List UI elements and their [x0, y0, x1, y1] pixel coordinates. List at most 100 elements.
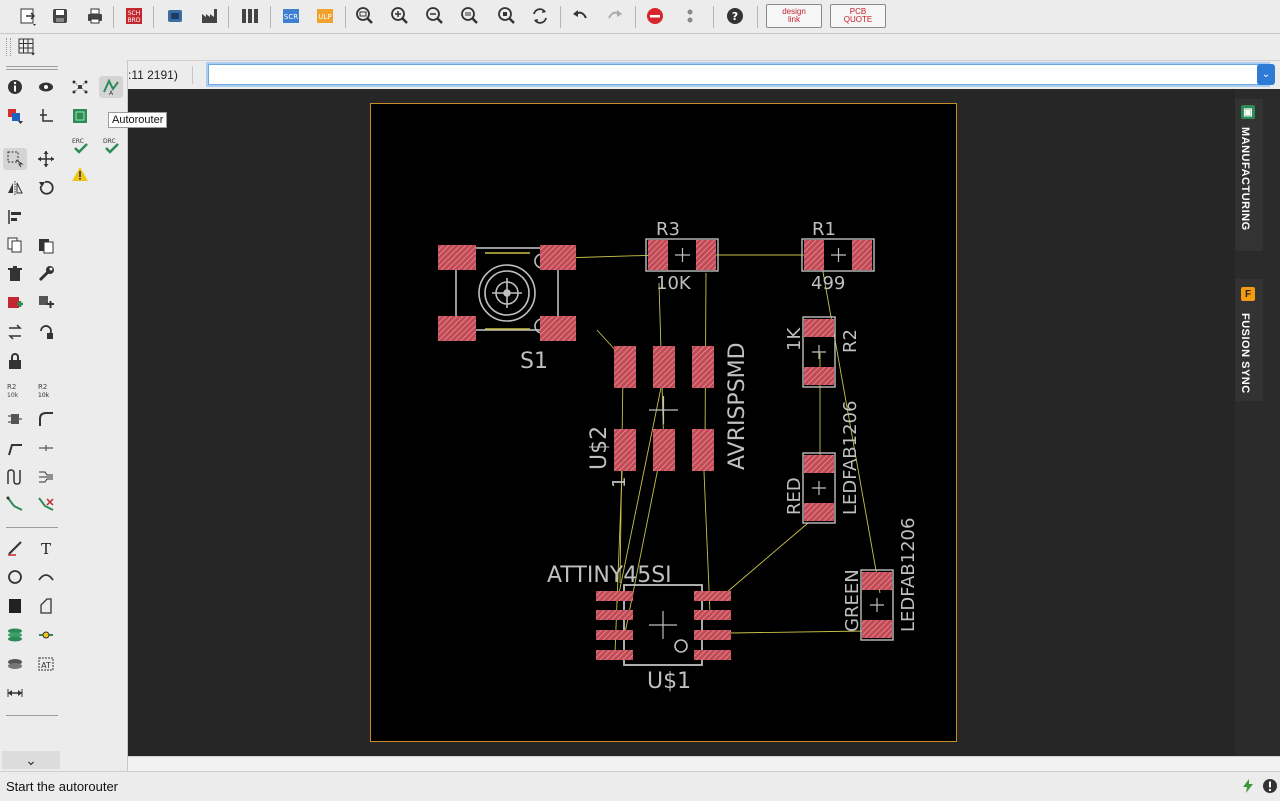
lightning-icon[interactable] [1240, 778, 1256, 794]
mirror-icon[interactable] [3, 177, 27, 199]
tab-fusion-sync-label: FUSION SYNC [1239, 313, 1251, 394]
grid-icon[interactable] [14, 35, 38, 57]
svg-text:R2: R2 [7, 383, 16, 391]
swap-icon[interactable] [3, 321, 27, 343]
erc-icon[interactable]: ERC [68, 134, 92, 156]
switch-s1[interactable] [438, 245, 576, 341]
resistor-r1[interactable] [801, 238, 875, 272]
lock-icon[interactable] [3, 350, 27, 372]
group-select-icon[interactable] [3, 148, 27, 170]
mark-icon[interactable] [34, 105, 58, 127]
palette-expand-button[interactable]: ⌄ [2, 751, 60, 769]
undo-icon[interactable] [568, 5, 592, 27]
lock-rotate-icon[interactable] [34, 321, 58, 343]
info-icon[interactable] [3, 76, 27, 98]
show-icon[interactable] [34, 76, 58, 98]
led-red[interactable] [802, 452, 836, 524]
script-icon[interactable]: SCR [279, 5, 303, 27]
side-panel: ▣ MANUFACTURING F FUSION SYNC [1235, 89, 1280, 756]
circle-icon[interactable] [3, 566, 27, 588]
zoom-in-icon[interactable] [388, 5, 412, 27]
design-link-sublabel: link [787, 15, 800, 24]
layer-settings-icon[interactable] [3, 105, 27, 127]
via-icon[interactable] [34, 624, 58, 646]
dimension-icon[interactable] [3, 682, 27, 704]
attribute-icon[interactable]: AT [34, 653, 58, 675]
copy-icon[interactable] [3, 234, 27, 256]
paste-icon[interactable] [34, 234, 58, 256]
help-icon[interactable]: ? [723, 5, 747, 27]
horizontal-scrollbar[interactable] [128, 756, 1280, 771]
ic-u1[interactable] [596, 584, 731, 666]
header-u2[interactable] [614, 346, 714, 471]
line-icon[interactable] [3, 537, 27, 559]
delete-icon[interactable] [3, 263, 27, 285]
route-icon[interactable] [3, 494, 27, 516]
led-green[interactable] [860, 569, 894, 641]
svg-text:10k: 10k [38, 392, 50, 399]
save-icon[interactable] [48, 5, 72, 27]
command-input[interactable] [208, 64, 1268, 85]
replace-icon[interactable] [34, 292, 58, 314]
polygon-icon[interactable] [34, 595, 58, 617]
align-icon[interactable] [3, 206, 27, 228]
label-led-green-part: LEDFAB1206 [898, 518, 919, 632]
rotate-icon[interactable] [34, 177, 58, 199]
status-bar: Start the autorouter [0, 771, 1280, 801]
autorouter-icon[interactable]: A [99, 76, 123, 98]
miter-icon[interactable] [34, 408, 58, 430]
toolbar-grip[interactable] [6, 38, 11, 56]
ripup-icon[interactable] [34, 494, 58, 516]
alert-icon[interactable] [1262, 778, 1278, 794]
go-icon[interactable] [678, 5, 702, 27]
pcb-board[interactable]: S1 R3 10K R1 499 1K R2 [370, 103, 958, 743]
command-history-dropdown[interactable]: ⌄ [1257, 64, 1275, 85]
errors-icon[interactable] [68, 163, 92, 185]
zoom-out-icon[interactable] [423, 5, 447, 27]
board-icon[interactable] [68, 105, 92, 127]
resistor-r3[interactable] [645, 238, 719, 272]
tab-manufacturing[interactable]: ▣ MANUFACTURING [1235, 99, 1263, 251]
add-icon[interactable] [3, 292, 27, 314]
rect-icon[interactable] [3, 595, 27, 617]
stop-icon[interactable] [643, 5, 667, 27]
drc-icon[interactable]: DRC [99, 134, 123, 156]
open-icon[interactable] [16, 5, 40, 27]
smash-icon[interactable] [3, 408, 27, 430]
zoom-fit-icon[interactable] [353, 5, 377, 27]
split-icon[interactable] [3, 437, 27, 459]
redraw-icon[interactable] [528, 5, 552, 27]
optimize-icon[interactable] [34, 437, 58, 459]
arc-icon[interactable] [34, 566, 58, 588]
board-canvas[interactable]: S1 R3 10K R1 499 1K R2 [128, 89, 1235, 756]
text-icon[interactable]: T [34, 537, 58, 559]
svg-text:?: ? [732, 10, 738, 23]
svg-text:DRC: DRC [103, 138, 116, 145]
meander-icon[interactable] [3, 466, 27, 488]
tab-fusion-sync[interactable]: F FUSION SYNC [1235, 279, 1263, 401]
redo-icon[interactable] [603, 5, 627, 27]
resistor-r2[interactable] [802, 316, 836, 388]
print-icon[interactable] [83, 5, 107, 27]
manufacturing-icon[interactable] [198, 5, 222, 27]
fusion-icon: F [1241, 287, 1255, 301]
library-icon[interactable] [238, 5, 262, 27]
zoom-area-icon[interactable] [495, 5, 519, 27]
change-icon[interactable] [34, 263, 58, 285]
label-r3-value: 10K [656, 273, 692, 294]
route-multiple-icon[interactable] [34, 466, 58, 488]
ratsnest-icon[interactable] [68, 76, 92, 98]
zoom-select-icon[interactable] [458, 5, 482, 27]
layer-stack-icon[interactable] [3, 624, 27, 646]
move-icon[interactable] [34, 148, 58, 170]
status-text: Start the autorouter [6, 779, 119, 794]
ulp-icon[interactable]: ULP [313, 5, 337, 27]
cam-processor-icon[interactable] [163, 5, 187, 27]
label-red: RED [784, 477, 805, 515]
hole-icon[interactable] [3, 653, 27, 675]
